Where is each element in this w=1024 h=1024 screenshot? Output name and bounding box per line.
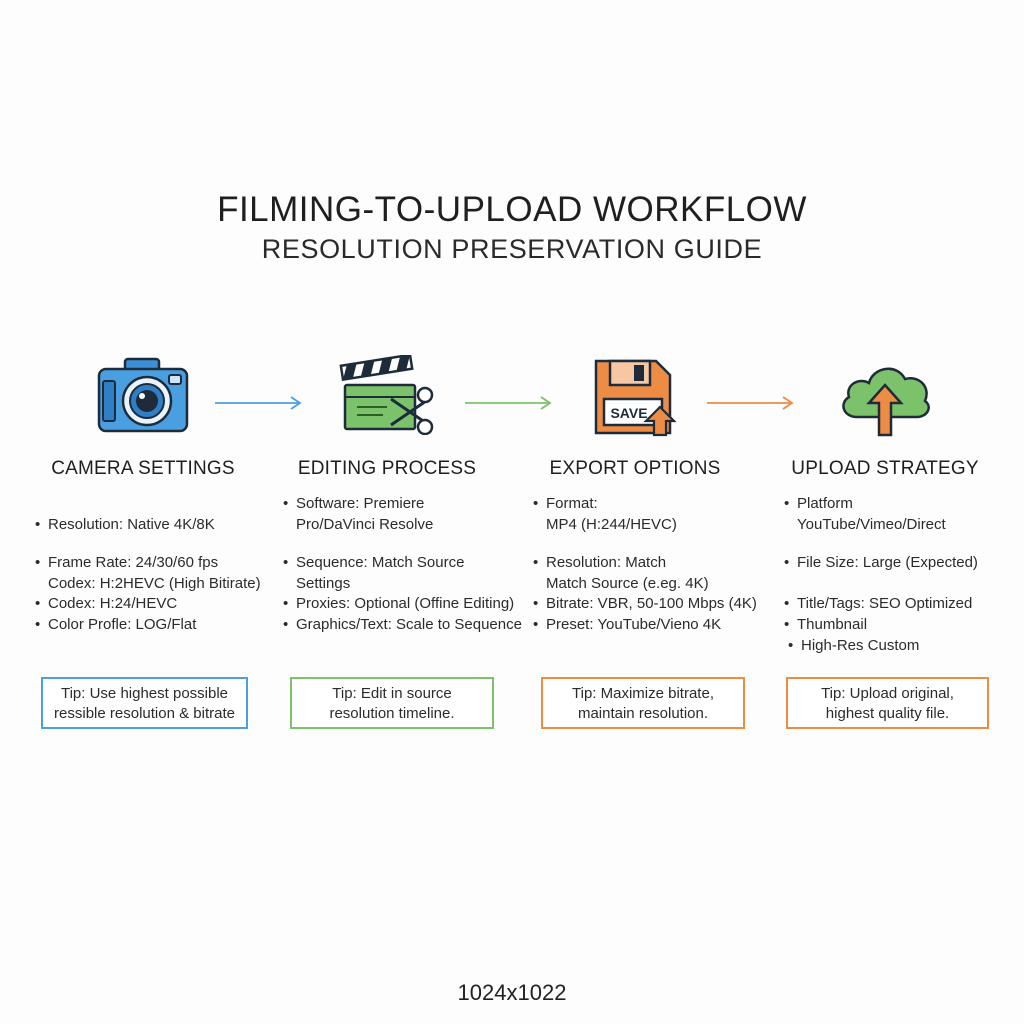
cloud-upload-icon xyxy=(760,350,1010,450)
camera-icon xyxy=(18,350,268,450)
arrow-right-icon xyxy=(465,396,552,410)
arrow-right-icon xyxy=(707,396,794,410)
tip-line: Tip: Use highest possible xyxy=(60,685,229,702)
bullet-item: •Frame Rate: 24/30/60 fps xyxy=(35,554,219,571)
bullet-item: •Codex: H:24/HEVC xyxy=(35,595,178,612)
bullet-text: Match Source (e.eg. 4K) xyxy=(546,575,709,592)
tip-line: resolution timeline. xyxy=(329,705,455,722)
tip-box: Tip: Use highest possible ressible resol… xyxy=(41,677,248,729)
bullet-text: Pro/DaVinci Resolve xyxy=(296,516,434,533)
tip-line: Tip: Maximize bitrate, xyxy=(572,685,714,702)
diagram-title: FILMING-TO-UPLOAD WORKFLOW xyxy=(217,190,807,229)
bullet-item: •File Size: Large (Expected) xyxy=(784,554,978,571)
bullet-text: MP4 (H:244/HEVC) xyxy=(546,516,677,533)
arrow-right-icon xyxy=(215,396,302,410)
bullet-item: •Title/Tags: SEO Optimized xyxy=(784,595,973,612)
tip-line: ressible resolution & bitrate xyxy=(54,705,235,722)
tip-line: maintain resolution. xyxy=(577,705,709,722)
bullet-text: Settings xyxy=(296,575,351,592)
tip-box: Tip: Maximize bitrate, maintain resoluti… xyxy=(541,677,745,729)
bullet-item: •Thumbnail xyxy=(784,616,868,633)
save-label: SAVE xyxy=(610,405,647,421)
step-heading: UPLOAD STRATEGY xyxy=(791,458,979,479)
bullet-item: •Graphics/Text: Scale to Sequence xyxy=(283,616,522,633)
tip-box: Tip: Upload original, highest quality fi… xyxy=(786,677,989,729)
bullet-item: •Resolution: Match xyxy=(533,554,667,571)
bullet-item: •High-Res Custom xyxy=(788,637,920,654)
resolution-caption: 1024x1022 xyxy=(457,980,567,1005)
step-heading: EDITING PROCESS xyxy=(297,458,477,479)
bullet-text: YouTube/Vimeo/Direct xyxy=(797,516,946,533)
bullet-text: Codex: H:2HEVC (High Bitirate) xyxy=(48,575,261,592)
floppy-save-icon: SAVE xyxy=(510,350,760,450)
tip-line: Tip: Upload original, xyxy=(821,685,954,702)
tip-box: Tip: Edit in source resolution timeline. xyxy=(290,677,494,729)
step-heading: CAMERA SETTINGS xyxy=(51,458,235,479)
clapperboard-scissors-icon xyxy=(262,350,512,450)
bullet-item: •Proxies: Optional (Offine Editing) xyxy=(283,595,515,612)
bullet-item: •Sequence: Match Source xyxy=(283,554,465,571)
bullet-item: •Software: Premiere xyxy=(283,495,425,512)
tip-line: Tip: Edit in source xyxy=(332,685,452,702)
tip-line: highest quality file. xyxy=(825,705,950,722)
step-heading: EXPORT OPTIONS xyxy=(549,458,721,479)
bullet-item: •Bitrate: VBR, 50-100 Mbps (4K) xyxy=(533,595,757,612)
bullet-item: •Platform xyxy=(784,495,853,512)
bullet-item: •Resolution: Native 4K/8K xyxy=(35,516,215,533)
bullet-item: •Preset: YouTube/Vieno 4K xyxy=(533,616,722,633)
bullet-item: •Format: xyxy=(533,495,598,512)
bullet-item: •Color Profle: LOG/Flat xyxy=(35,616,197,633)
diagram-subtitle: RESOLUTION PRESERVATION GUIDE xyxy=(261,234,763,264)
